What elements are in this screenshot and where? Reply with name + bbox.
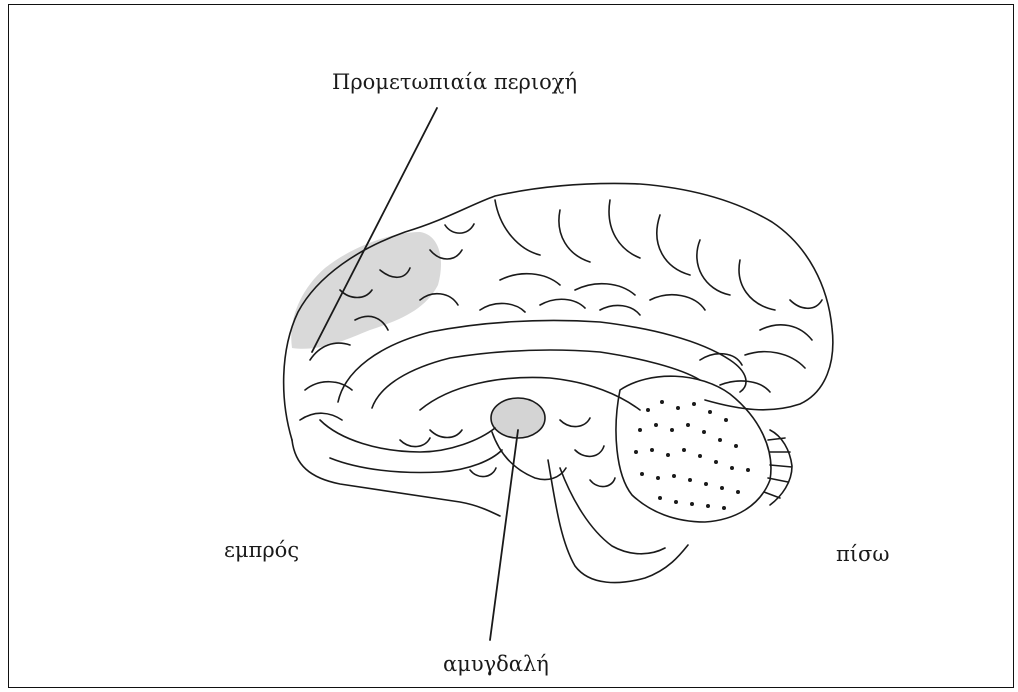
sulcus [480,299,640,315]
front-direction-label: εμπρός [224,538,299,562]
brainstem-outline [548,460,688,583]
sulcus [560,418,615,487]
brainstem-inner [560,468,665,554]
sulcus [657,215,775,310]
sulcus [300,343,352,420]
sulcus [745,300,822,368]
back-direction-label: πίσω [836,542,890,566]
corpus-callosum-inner [372,350,700,408]
corpus-callosum [338,320,746,402]
amygdala-label: αμυγδαλή [443,652,549,676]
cerebellum-dots [634,400,750,510]
hippocampus-curve [492,432,566,480]
cerebellum-outline [616,376,771,522]
amygdala-pointer-line [490,430,518,640]
sulcus [495,200,640,262]
temporal-curve [330,450,502,472]
sulcus [500,274,705,310]
prefrontal-area-label: Προμετωπιαία περιοχή [332,70,577,94]
cerebellum-folia [764,430,792,505]
cingulate-lower [320,420,495,452]
sulcus [700,354,770,392]
